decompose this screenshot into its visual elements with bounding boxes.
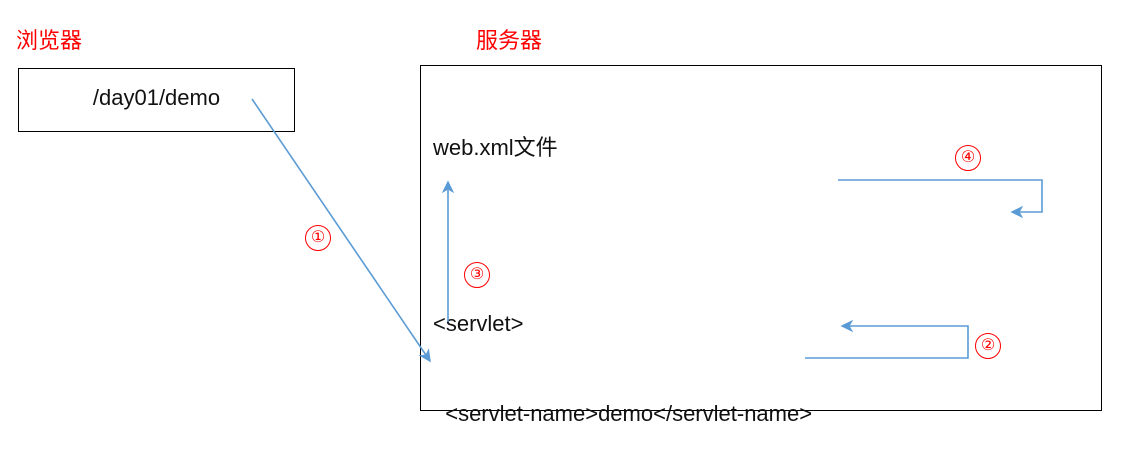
- code-line-file-label: web.xml文件: [433, 135, 558, 160]
- code-line-spacer: [433, 223, 983, 249]
- step-marker-3: ③: [464, 262, 490, 288]
- browser-url-text: /day01/demo: [92, 85, 221, 110]
- code-line-servlet-name: <servlet-name>demo</servlet-name>: [433, 401, 813, 426]
- code-line-servlet-open: <servlet>: [433, 311, 524, 336]
- step-marker-1: ①: [305, 225, 331, 251]
- arrow-step-1: [251, 98, 431, 363]
- browser-section-title: 浏览器: [16, 28, 83, 53]
- step-marker-4: ④: [955, 145, 981, 171]
- webxml-code-block: web.xml文件 <servlet> <servlet-name>demo</…: [433, 73, 983, 461]
- step-marker-2: ②: [975, 333, 1001, 359]
- browser-box: /day01/demo: [18, 68, 295, 132]
- server-box: web.xml文件 <servlet> <servlet-name>demo</…: [420, 65, 1102, 426]
- server-section-title: 服务器: [476, 28, 543, 53]
